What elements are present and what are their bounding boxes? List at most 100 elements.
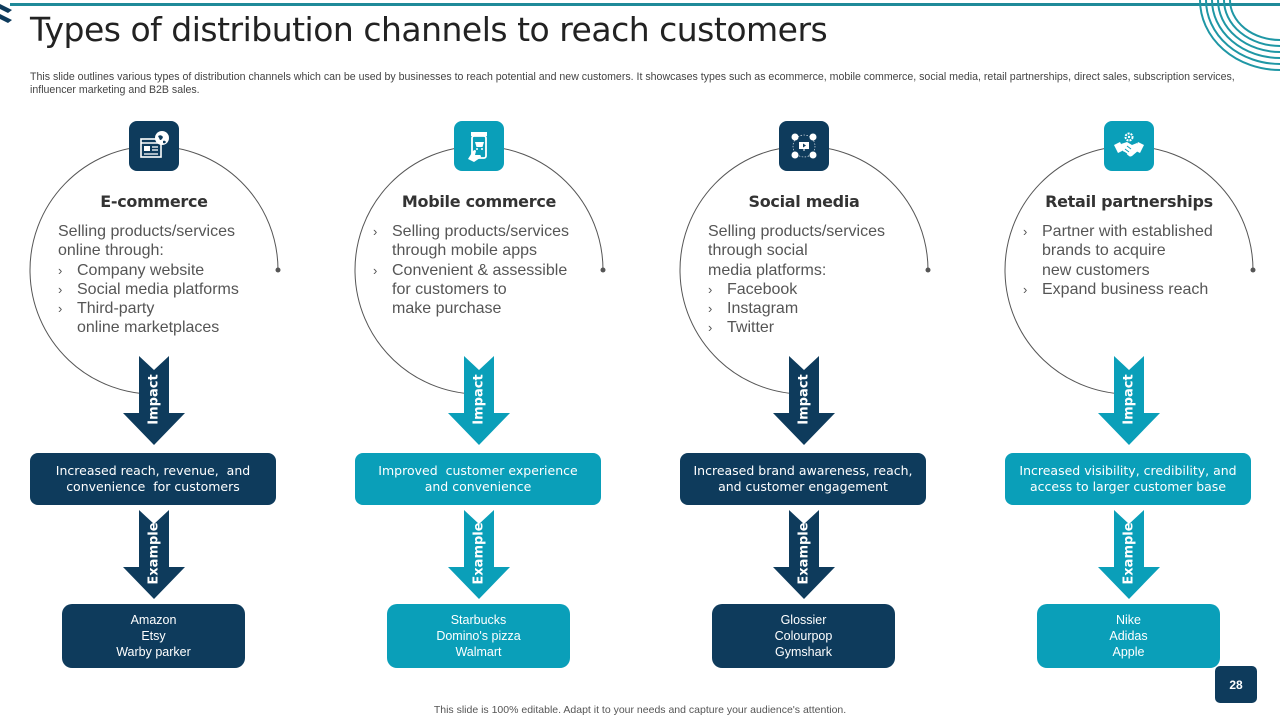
arc-end-dot — [600, 267, 606, 273]
bullet-text: Selling products/services — [392, 223, 569, 240]
channel-description: › Partner with established brands to acqui… — [1023, 222, 1213, 299]
arc-line — [1004, 145, 1254, 395]
bullet-text: Instagram — [727, 300, 799, 318]
slide-title: Types of distribution channels to reach … — [30, 10, 828, 49]
header-accent-line — [10, 3, 1280, 6]
chevron-right-icon: › — [1023, 224, 1028, 239]
corner-logo-mark-icon — [0, 4, 12, 23]
bullet-text: Convenient & assessible — [392, 261, 568, 279]
bullet-text: Third-party — [77, 300, 155, 318]
chevron-right-icon: › — [708, 320, 713, 336]
chevron-right-icon: › — [58, 262, 63, 278]
handshake-gear-icon — [1112, 129, 1146, 163]
social-media-network-icon — [787, 129, 821, 163]
description-line: Selling products/services — [58, 223, 235, 240]
arrow-label: Impact — [1121, 373, 1137, 425]
example-brand: Glossier — [780, 613, 827, 627]
channel-arc-outline — [29, 145, 281, 395]
example-brand: Colourpop — [774, 629, 833, 643]
bullet-text: Social media platforms — [77, 280, 239, 298]
down-arrow-shape — [448, 356, 510, 445]
bullet-item: › Twitter — [708, 318, 885, 337]
channel-icon-tile — [129, 121, 179, 171]
bullet-text: Partner with established — [1042, 223, 1213, 240]
example-arrow: Example — [773, 510, 835, 599]
arrow-label: Impact — [471, 373, 487, 425]
bullet-item: › Instagram — [708, 299, 885, 318]
channel-heading: Mobile commerce — [401, 192, 557, 211]
decorative-rings-icon — [1199, 0, 1280, 71]
bullet-text: Company website — [77, 261, 205, 279]
bullet-text: brands to acquire — [1042, 242, 1166, 260]
bullet-item: › Company website — [58, 261, 239, 280]
down-arrow-shape — [1098, 356, 1160, 445]
channel-icon-tile — [779, 121, 829, 171]
channel-description: Selling products/services online through:… — [58, 222, 239, 338]
slide-subtitle: This slide outlines various types of dis… — [30, 71, 1235, 96]
example-brand: Walmart — [455, 645, 502, 659]
bullet-item: ›Social media platforms — [58, 280, 239, 299]
example-brand: Domino's pizza — [436, 629, 521, 643]
impact-line: and customer engagement — [718, 479, 888, 494]
bullet-text: Expand business reach — [1042, 280, 1209, 298]
down-arrow-shape — [123, 356, 185, 445]
down-arrow-shape — [448, 510, 510, 599]
example-brand: Gymshark — [775, 645, 832, 659]
chevron-right-icon: › — [58, 301, 63, 317]
impact-line: Improved customer experience — [378, 463, 578, 478]
bullet-text: for customers to — [392, 280, 507, 298]
channel-heading: Social media — [748, 192, 860, 211]
channel-arc-outline — [1004, 145, 1256, 395]
impact-arrow: Impact — [123, 356, 185, 445]
chevron-right-icon: › — [708, 301, 713, 317]
channel-heading: E-commerce — [100, 192, 208, 211]
impact-text: Increased brand awareness, reach,and cus… — [693, 463, 912, 495]
arc-line — [354, 145, 604, 395]
ecommerce-globe-browser-icon — [137, 129, 171, 163]
example-brand: Apple — [1112, 645, 1145, 659]
down-arrow-shape — [773, 510, 835, 599]
impact-arrow: Impact — [448, 356, 510, 445]
down-arrow-shape — [1098, 510, 1160, 599]
description-line: through social — [708, 242, 808, 260]
chevron-right-icon: › — [373, 224, 378, 239]
channel-column-retail-partnerships: Retail partnerships›Partner with establi… — [995, 110, 1280, 680]
bullet-text: make purchase — [392, 300, 502, 318]
example-arrow: Example — [123, 510, 185, 599]
arc-line — [679, 145, 929, 395]
arrow-label: Impact — [146, 373, 162, 425]
channel-column-mobile-commerce: Mobile commerce › Selling products/service… — [345, 110, 655, 680]
arrow-label: Example — [796, 521, 812, 585]
chevron-right-icon: › — [1023, 281, 1028, 297]
impact-outcome-box: Increased brand awareness, reach,and cus… — [680, 453, 926, 505]
down-arrow-shape — [773, 356, 835, 445]
arrow-label: Example — [146, 521, 162, 585]
impact-arrow: Impact — [1098, 356, 1160, 445]
chevron-right-icon: › — [373, 262, 378, 278]
description-line: online through: — [58, 242, 164, 260]
arc-end-dot — [1250, 267, 1256, 273]
page-number-badge: 28 — [1215, 666, 1257, 703]
channel-icon-tile — [1104, 121, 1154, 171]
arrow-label: Impact — [796, 373, 812, 425]
arrow-label: Example — [471, 521, 487, 585]
example-brand: Adidas — [1109, 629, 1148, 643]
bullet-text: Twitter — [727, 319, 775, 337]
example-arrow: Example — [448, 510, 510, 599]
example-brand: Amazon — [130, 613, 177, 627]
description-line: Selling products/services — [708, 223, 885, 240]
impact-line: Increased visibility, credibility, and — [1019, 463, 1237, 478]
